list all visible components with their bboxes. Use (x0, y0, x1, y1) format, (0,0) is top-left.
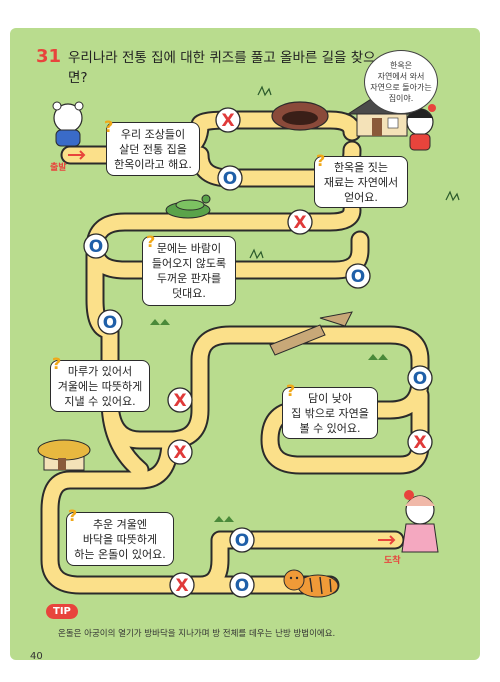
girl-character-bottom (401, 490, 439, 553)
marker-symbol: O (413, 369, 427, 389)
marker-symbol: X (293, 213, 306, 233)
question-mark-icon: ? (68, 506, 78, 525)
speech-bubble: 한옥은 자연에서 와서 자연으로 돌아가는 집이야. (364, 50, 438, 114)
x-marker: X (167, 439, 193, 465)
marker-symbol: O (89, 237, 103, 257)
marker-symbol: X (175, 576, 188, 596)
end-label: 도착 (384, 556, 401, 566)
question-text: 우리나라 전통 집에 대한 퀴즈를 풀고 올바른 길을 찾으면? (68, 50, 376, 86)
o-marker: O (345, 263, 371, 289)
marker-symbol: X (413, 433, 426, 453)
marker-symbol: X (173, 391, 186, 411)
marker-symbol: O (351, 267, 365, 287)
girl-character-top (406, 104, 436, 151)
answer-markers: X O O X O O X O X X O O X (83, 107, 433, 598)
start-arrow-icon (68, 150, 86, 160)
x-marker: X (215, 107, 241, 133)
cave-icon (271, 101, 329, 131)
marker-symbol: X (173, 443, 186, 463)
x-marker: X (167, 387, 193, 413)
broken-log-icon (269, 311, 353, 356)
o-marker: O (229, 572, 255, 598)
quiz-box-5: 담이 낮아 집 밖으로 자연을 볼 수 있어요. (282, 387, 378, 439)
question-mark-icon: ? (286, 381, 296, 400)
start-label: 출발 (50, 163, 67, 173)
quiz-box-3: 문에는 바람이 들어오지 않도록 두꺼운 판자를 덧대요. (142, 236, 236, 306)
question-mark-icon: ? (104, 117, 114, 136)
quiz-box-1: 우리 조상들이 살던 전통 집을 한옥이라고 해요. (106, 122, 200, 176)
marker-symbol: O (223, 169, 237, 189)
quiz-box-2: 한옥을 짓는 재료는 자연에서 얻어요. (314, 156, 408, 208)
o-marker: O (407, 365, 433, 391)
thatched-house-icon (37, 439, 91, 471)
tiger-icon (283, 569, 339, 598)
question-number: 31 (36, 46, 62, 67)
quiz-box-6: 추운 겨울엔 바닥을 따뜻하게 하는 온돌이 있어요. (66, 512, 174, 566)
tip-badge: TIP (46, 604, 78, 619)
o-marker: O (217, 165, 243, 191)
marker-symbol: X (221, 111, 234, 131)
o-marker: O (97, 309, 123, 335)
marker-symbol: O (103, 313, 117, 333)
o-marker: O (229, 527, 255, 553)
question-mark-icon: ? (146, 232, 156, 251)
x-marker: X (287, 209, 313, 235)
snake-icon (165, 194, 211, 219)
question-mark-icon: ? (52, 354, 62, 373)
question-mark-icon: ? (316, 151, 326, 170)
o-marker: O (83, 233, 109, 259)
bear-boy-character (52, 101, 84, 147)
x-marker: X (407, 429, 433, 455)
quiz-box-4: 마루가 있어서 겨울에는 따뜻하게 지낼 수 있어요. (50, 360, 150, 412)
x-marker: X (169, 572, 195, 598)
tip-text: 온돌은 아궁이의 열기가 방바닥을 지나가며 방 전체를 데우는 난방 방법이에… (58, 629, 336, 639)
grass-tuft-icons (150, 85, 460, 522)
marker-symbol: O (235, 576, 249, 596)
end-arrow-icon (378, 535, 396, 545)
marker-symbol: O (235, 531, 249, 551)
page-number: 40 (30, 651, 43, 662)
